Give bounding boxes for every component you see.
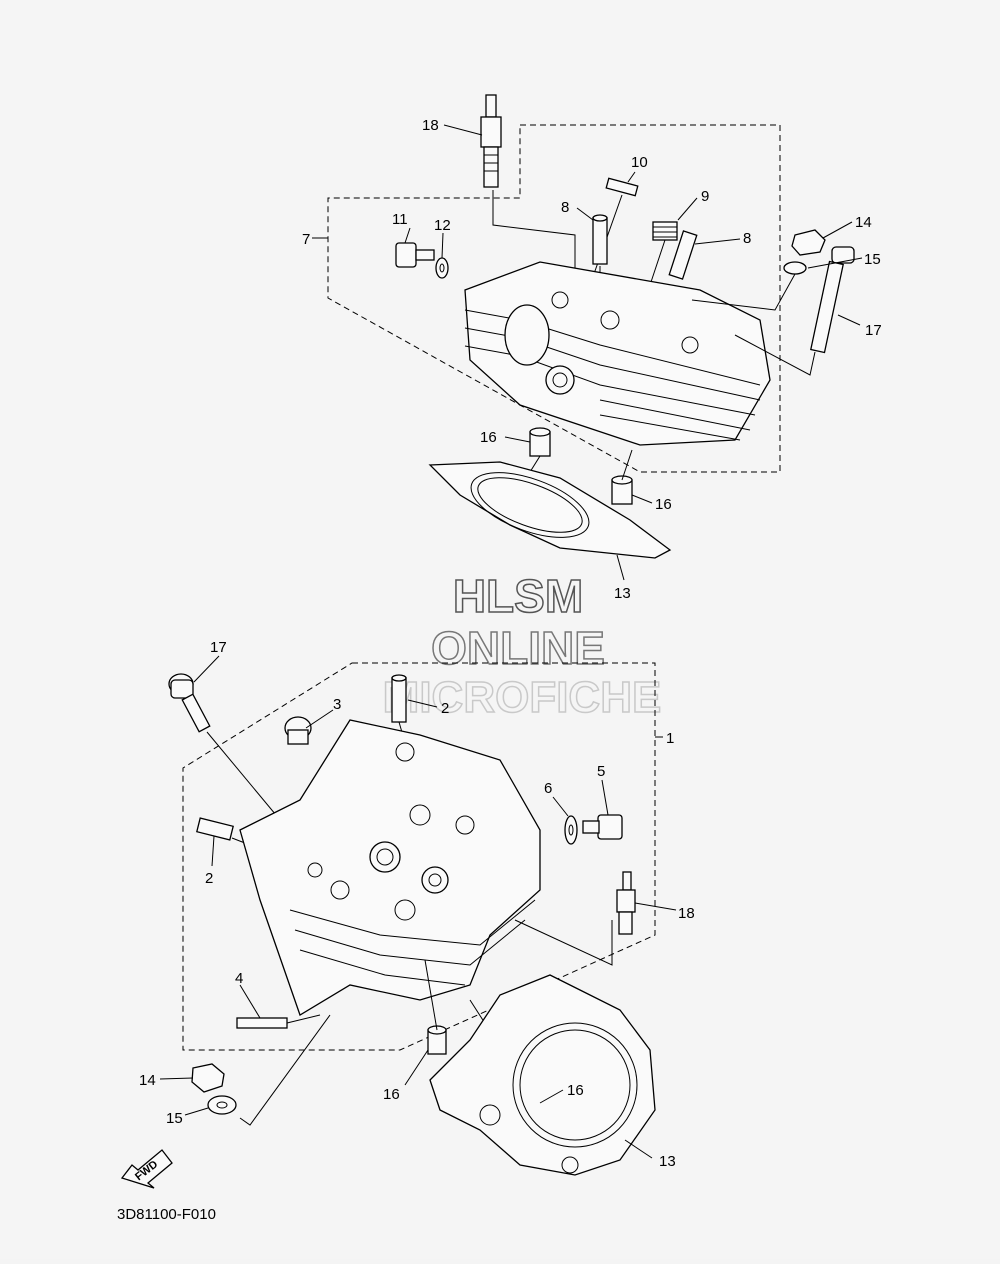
bolt-17-upper	[810, 246, 855, 354]
watermark-line1: HLSM	[453, 570, 583, 622]
callout-18-lower: 18	[678, 905, 695, 922]
callout-11-upper: 11	[392, 211, 408, 228]
callout-15-lower: 15	[166, 1110, 183, 1127]
lower-group-boundary	[182, 662, 656, 1051]
callout-16a-upper: 16	[480, 429, 497, 446]
washer-15-upper	[783, 261, 807, 275]
bolt-17-lower	[168, 673, 211, 733]
callout-12-upper: 12	[434, 217, 451, 234]
valve-guide-8-right	[668, 230, 698, 280]
callout-17-upper: 17	[865, 322, 882, 339]
lower-assembly: FWD	[120, 655, 677, 1189]
upper-assembly	[312, 94, 863, 581]
valve-guide-2-left	[196, 817, 234, 841]
watermark-line3: MICROFICHE	[383, 673, 662, 722]
upper-callouts: 18 10 9 8 8 7 11 12 14 15 17 16 16 13	[302, 117, 882, 602]
callout-8b-upper: 8	[743, 230, 751, 247]
callout-14-lower: 14	[139, 1072, 156, 1089]
cylinder-head-lower	[239, 719, 541, 1016]
callout-10-upper: 10	[631, 154, 648, 171]
callout-16a-lower: 16	[383, 1086, 400, 1103]
callout-7-upper: 7	[302, 231, 310, 248]
callout-17-lower: 17	[210, 639, 227, 656]
callout-16b-lower: 16	[567, 1082, 584, 1099]
callout-3-lower: 3	[333, 696, 341, 713]
valve-guide-8-left	[592, 214, 608, 265]
callout-2b-lower: 2	[205, 870, 213, 887]
diagram-code: 3D81100-F010	[117, 1206, 216, 1223]
watermark: HLSM ONLINE MICROFICHE	[382, 569, 662, 723]
nut-14-lower	[191, 1063, 225, 1093]
bolt-5	[582, 814, 623, 840]
plug-3	[284, 716, 312, 745]
lower-callouts: 17 3 2 1 5 6 2 18 4 14 15 16 16 13	[139, 639, 695, 1170]
callout-1-lower: 1	[666, 730, 674, 747]
spark-plug-lower	[616, 871, 636, 935]
callout-13-lower: 13	[659, 1153, 676, 1170]
callout-6-lower: 6	[544, 780, 552, 797]
callout-9-upper: 9	[701, 188, 709, 205]
callout-4-lower: 4	[235, 970, 243, 987]
callout-14-upper: 14	[855, 214, 872, 231]
fwd-arrow-icon: FWD	[120, 1149, 173, 1189]
callout-5-lower: 5	[597, 763, 605, 780]
callout-18-upper: 18	[422, 117, 439, 134]
cylinder-head-upper	[464, 261, 771, 446]
washer-12	[435, 257, 449, 279]
nut-14-upper	[791, 229, 826, 256]
washer-15-lower	[207, 1095, 237, 1115]
callout-15-upper: 15	[864, 251, 881, 268]
upper-group-boundary	[327, 124, 781, 473]
valve-seal-9	[652, 221, 678, 241]
callout-8a-upper: 8	[561, 199, 569, 216]
stud-upper-10	[605, 177, 639, 197]
dowel-16-upper-b	[611, 475, 633, 505]
valve-guide-2-top	[391, 674, 407, 723]
head-gasket-upper	[428, 461, 672, 559]
dowel-16-upper-a	[529, 427, 551, 457]
washer-6	[564, 815, 578, 845]
watermark-line2: ONLINE	[431, 622, 605, 674]
dowel-16-lower-a	[427, 1025, 447, 1055]
spark-plug-upper	[480, 94, 502, 188]
bolt-11	[395, 242, 435, 268]
callout-13-upper: 13	[614, 585, 631, 602]
callout-16b-upper: 16	[655, 496, 672, 513]
callout-2a-lower: 2	[441, 700, 449, 717]
head-gasket-lower	[429, 974, 656, 1176]
stud-4	[236, 1017, 288, 1029]
